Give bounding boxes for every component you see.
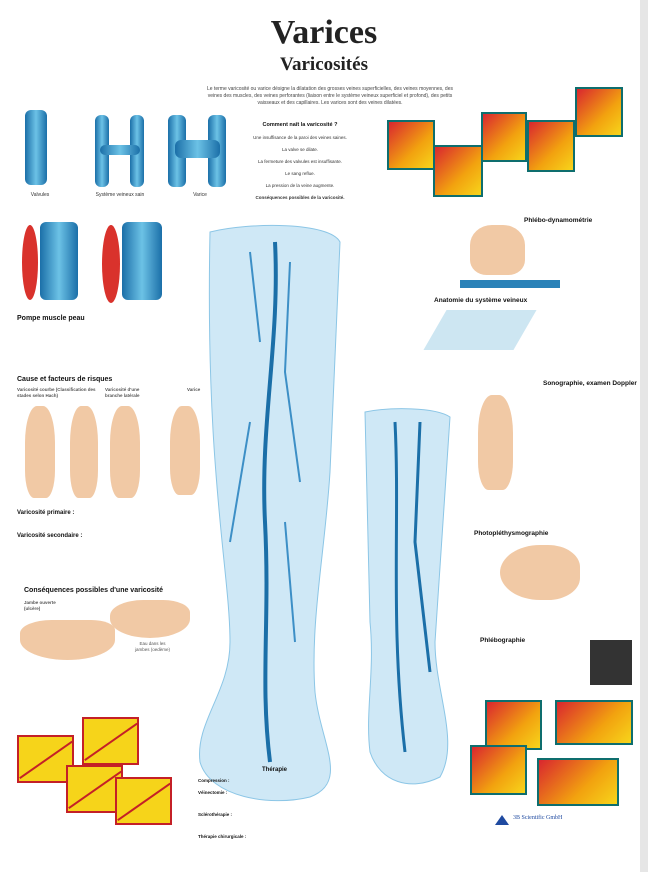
foot-illustration [470,225,525,275]
therapy-item: Véinectomie : [198,790,228,795]
causes-col1: Varicosité courbe (Classification des st… [17,387,96,398]
leg-illustration [110,406,140,498]
exercise-image [433,145,483,197]
therapy-item: Sclérothérapie : [198,812,233,817]
flow-step: La pression de la veine augmente. [265,183,335,188]
causes-col2: Varicosité d'une branche latérale [105,387,140,398]
flow-step: La fermeture des valvules est insuffisan… [258,159,342,164]
page-border [640,0,648,872]
leg-illustration [170,406,200,495]
brand-logo-icon [495,815,509,825]
therapy-item: Compression : [198,778,230,783]
consequences-title: Conséquences possibles d'une varicosité [24,587,163,594]
therapy-image [555,700,633,745]
flowchart: Comment naît la varicosité ? Une insuffi… [235,122,365,207]
flow-step: Le sang reflue. [285,171,315,176]
phlebography-title: Phlébographie [480,637,526,644]
exercise-image [481,112,527,162]
label-valves: Valvules [30,192,50,198]
therapy-image [485,700,542,750]
causes-col3: Varice [187,387,201,392]
exercise-image [387,120,435,170]
anatomy-title: Anatomie du système veineux [434,297,528,304]
avoid-image [17,735,74,783]
brand-name: 3B Scientific GmbH [513,815,563,821]
doppler-foot-illustration [478,395,513,490]
edema-label: Eau dans les jambes (oedème) [135,641,171,652]
poster-subtitle: Varicosités [280,54,368,75]
ulcer-label: Jambe ouverte (ulcère) [24,600,56,611]
intro-text: Le terme varicosité ou varice désigne la… [207,86,453,106]
causes-title: Cause et facteurs de risques [17,376,113,383]
photo-foot-illustration [500,545,580,600]
measurement-plate [460,280,560,288]
avoid-image [66,765,123,813]
avoid-image [115,777,172,825]
pump-title: Pompe muscle peau [17,315,85,322]
doppler-title: Sonographie, examen Doppler [543,380,637,387]
label-healthy: Système veineux sain [95,192,145,198]
therapy-image [470,745,527,795]
leg-illustration [25,406,55,498]
flow-step: Conséquences possibles de la varicosité. [255,195,345,200]
venous-leg-illustration [199,224,451,802]
poster-title: Varices [270,14,378,51]
photo-title: Photopléthysmographie [474,530,549,537]
primary-title: Varicosité primaire : [17,510,75,516]
label-varice: Varice [193,192,207,198]
foot-ulcer-illustration [20,620,115,660]
exercise-image [575,87,623,137]
exercise-image [527,120,575,172]
xray-image [590,640,632,685]
flowchart-title: Comment naît la varicosité ? [262,122,338,128]
phlebo-title: Phlébo-dynamométrie [524,217,593,224]
leg-illustration [70,406,98,498]
avoid-image [82,717,139,765]
flow-step: La valve se dilate. [281,147,319,152]
secondary-title: Varicosité secondaire : [17,533,83,539]
therapy-image [537,758,619,806]
therapy-item: Thérapie chirurgicale : [198,834,247,839]
foot-edema-illustration [110,600,190,638]
flow-step: Une insuffisance de la paroi des veines … [253,135,347,140]
therapy-title: Thérapie [262,767,288,773]
